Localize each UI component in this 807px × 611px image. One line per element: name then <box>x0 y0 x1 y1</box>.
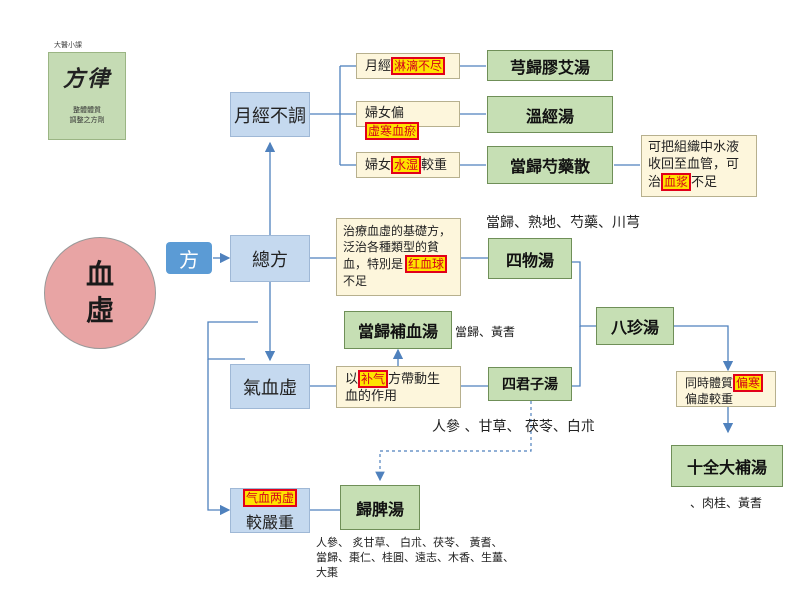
dangguishaoyao-note-text: 可把組織中水液收回至血管，可治 <box>648 140 740 190</box>
node-zongfang: 總方 <box>230 235 310 282</box>
formula-bazhen: 八珍湯 <box>596 307 674 345</box>
jiaoyan-label: 較嚴重 <box>245 512 294 532</box>
siwu-description: 治療血虛的基礎方，泛治各種類型的貧血，特別是红血球不足 <box>336 218 461 296</box>
dangguishaoyao-note-highlight: 血浆 <box>661 173 692 191</box>
condition-1-text: 月經 <box>365 59 392 74</box>
buqi-text-post: 方帶動生血的作用 <box>345 372 441 404</box>
condition-2-text: 婦女偏 <box>365 106 405 121</box>
formula-siwu: 四物湯 <box>488 238 572 279</box>
logo-panel: 方律 整體體質 調整之方劑 <box>48 52 126 140</box>
siwu-description-text-2: 不足 <box>343 274 368 288</box>
sijunzi-ingredients: 人參 、甘草、 茯苓、白朮 <box>432 419 595 435</box>
formula-xiongguijiaoai: 芎歸膠艾湯 <box>487 50 613 81</box>
fang-box: 方 <box>166 242 212 274</box>
buqi-highlight: 补气 <box>358 370 389 388</box>
center-label-2: 虛 <box>85 294 114 327</box>
node-yuejing: 月經不調 <box>230 92 310 137</box>
siwu-ingredients: 當歸、熟地、芍藥、川芎 <box>486 215 640 231</box>
siwu-description-highlight: 红血球 <box>405 255 448 273</box>
node-qixue: 氣血虛 <box>230 364 310 409</box>
formula-shiquan: 十全大補湯 <box>671 445 783 487</box>
logo-caption-2: 調整之方劑 <box>69 116 105 124</box>
condition-3-text: 婦女 <box>365 158 392 173</box>
condition-1: 月經淋漓不尽 <box>356 53 460 79</box>
qixue-liangxu-highlight: 气血两虚 <box>242 488 297 507</box>
shiquan-condition-text-post: 偏虛較重 <box>685 392 734 406</box>
shiquan-ingredients: 、肉桂、黃耆 <box>690 496 763 510</box>
condition-3: 婦女水湿較重 <box>356 152 460 178</box>
formula-wenjing: 溫經湯 <box>487 96 613 133</box>
dangguishaoyao-note-text-2: 不足 <box>691 175 718 190</box>
buqi-description: 以补气方帶動生血的作用 <box>336 366 461 408</box>
center-circle: 血 虛 <box>44 237 156 349</box>
node-jiaoyan: 气血两虚 較嚴重 <box>230 488 310 533</box>
logo-card: 大醫小課 方律 整體體質 調整之方劑 <box>44 40 130 140</box>
logo-caption-1: 整體體質 <box>73 106 101 114</box>
dangguishaoyao-note: 可把組織中水液收回至血管，可治血浆不足 <box>641 135 757 197</box>
center-label-1: 血 <box>85 258 114 291</box>
buqi-text: 以 <box>345 372 359 387</box>
guipi-ingredients: 人參、 炙甘草、 白朮、茯苓、 黃耆、 當歸、棗仁、桂圓、遠志、木香、生薑、 大… <box>316 535 556 580</box>
shiquan-condition-highlight: 偏寒 <box>733 374 764 392</box>
condition-3-highlight: 水湿 <box>391 156 422 174</box>
logo-top-text: 大醫小課 <box>54 41 82 49</box>
condition-3-text-post: 較重 <box>421 158 448 173</box>
formula-sijunzi: 四君子湯 <box>488 367 572 401</box>
condition-2-highlight: 虚寒血瘀 <box>365 122 420 140</box>
shiquan-condition: 同時體質偏寒 偏虛較重 <box>676 371 776 407</box>
formula-guipi: 歸脾湯 <box>340 485 420 530</box>
shiquan-condition-text: 同時體質 <box>685 376 734 390</box>
condition-2: 婦女偏虚寒血瘀 <box>356 101 460 140</box>
danggui-buxue-ingredients: 當歸、黃耆 <box>455 325 516 339</box>
logo-calligraphy: 方律 <box>62 66 111 92</box>
formula-danggui-buxue: 當歸補血湯 <box>344 311 452 349</box>
guipi-ingredients-line-3: 大棗 <box>316 566 338 579</box>
guipi-ingredients-line-2: 當歸、棗仁、桂圓、遠志、木香、生薑、 <box>316 551 514 564</box>
formula-dangguishaoyao: 當歸芍藥散 <box>487 146 613 184</box>
condition-1-highlight: 淋漓不尽 <box>391 57 446 75</box>
guipi-ingredients-line-1: 人參、 炙甘草、 白朮、茯苓、 黃耆、 <box>316 536 503 549</box>
siwu-description-text: 治療血虛的基礎方，泛治各種類型的貧血，特別是 <box>343 224 452 271</box>
